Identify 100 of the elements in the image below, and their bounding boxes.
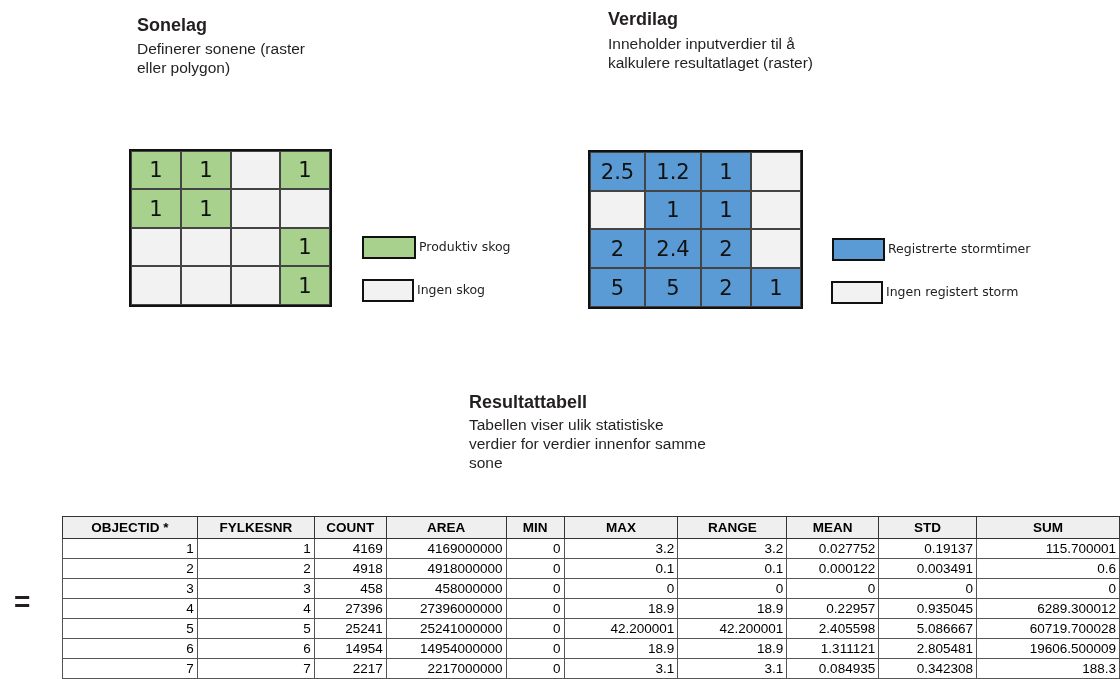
cell-value: 2.5: [600, 159, 635, 184]
equals-sign: =: [14, 586, 31, 618]
cell-value: 1: [199, 158, 213, 182]
table-cell: 7: [197, 658, 315, 679]
table-cell: 18.9: [564, 598, 678, 619]
column-header: STD: [878, 516, 977, 539]
table-cell: 3.2: [677, 538, 787, 559]
heading: Verdilag: [608, 9, 680, 30]
table-cell: 0: [564, 578, 678, 599]
table-cell: 0: [506, 638, 564, 659]
table-cell: 0.027752: [786, 538, 879, 559]
cell-value: 2.4: [656, 236, 690, 261]
table-cell: 0.000122: [786, 558, 879, 579]
table-cell: 14954: [314, 638, 387, 659]
table-cell: 27396000000: [386, 598, 507, 619]
table-cell: 2.805481: [878, 638, 977, 659]
table-cell: 1: [62, 538, 198, 559]
table-cell: 0: [506, 578, 564, 599]
table-cell: 0: [506, 618, 564, 639]
table-cell: 0.003491: [878, 558, 977, 579]
table-cell: 18.9: [677, 638, 787, 659]
table-cell: 7: [62, 658, 198, 679]
table-cell: 4169: [314, 538, 387, 559]
table-cell: 0.1: [677, 558, 787, 579]
table-cell: 0: [506, 558, 564, 579]
column-header: AREA: [386, 516, 507, 539]
legend-label: Produktiv skog: [419, 239, 511, 254]
table-cell: 19606.500009: [976, 638, 1120, 659]
table-cell: 6: [197, 638, 315, 659]
cell-value: 1: [149, 196, 163, 221]
table-cell: 0: [506, 658, 564, 679]
cell-value: 1: [298, 235, 312, 259]
cell-value: 2: [719, 275, 733, 300]
cell-value: 1: [769, 275, 783, 300]
table-cell: 25241: [314, 618, 387, 639]
table-cell: 6: [62, 638, 198, 659]
table-cell: 0.935045: [878, 598, 977, 619]
legend-label: Ingen skog: [417, 282, 486, 297]
legend-label: Registrerte stormtimer: [888, 241, 1031, 256]
cell-value: 1: [719, 198, 733, 222]
table-cell: 0: [786, 578, 879, 599]
cell-value: 1.2: [656, 159, 690, 184]
table-cell: 0.1: [564, 558, 678, 579]
table-cell: 188.3: [976, 658, 1120, 679]
description: Definerer sonene (raster eller polygon): [137, 39, 306, 77]
table-cell: 18.9: [564, 638, 678, 659]
cell-value: 1: [199, 196, 213, 221]
legend-label: Ingen registert storm: [886, 284, 1019, 299]
cell-value: 1: [298, 158, 312, 182]
table-cell: 0.084935: [786, 658, 879, 679]
column-header: SUM: [976, 516, 1120, 539]
column-header: OBJECTID *: [62, 516, 198, 539]
cell-value: 1: [719, 159, 733, 184]
column-header: FYLKESNR: [197, 516, 315, 539]
table-cell: 2: [62, 558, 198, 579]
table-cell: 0: [506, 598, 564, 619]
cell-value: 1: [666, 198, 680, 222]
table-cell: 458: [314, 578, 387, 599]
table-cell: 115.700001: [976, 538, 1120, 559]
table-cell: 25241000000: [386, 618, 507, 639]
table-cell: 18.9: [677, 598, 787, 619]
table-cell: 60719.700028: [976, 618, 1120, 639]
column-header: COUNT: [314, 516, 387, 539]
table-cell: 0: [878, 578, 977, 599]
table-cell: 0.6: [976, 558, 1120, 579]
table-cell: 0: [976, 578, 1120, 599]
cell-value: 2: [610, 236, 625, 261]
table-cell: 4169000000: [386, 538, 507, 559]
cell-value: 1: [149, 158, 163, 182]
description: Tabellen viser ulik statistiske verdier for verdier innenfor samme sone: [469, 415, 707, 472]
table-cell: 42.200001: [564, 618, 678, 639]
heading: Sonelag: [137, 15, 208, 36]
table-cell: 0: [506, 538, 564, 559]
table-cell: 4: [197, 598, 315, 619]
table-cell: 0.22957: [786, 598, 879, 619]
column-header: MIN: [506, 516, 564, 539]
description: Inneholder inputverdier til å kalkulere resultatlaget (raster): [608, 34, 815, 72]
table-cell: 0: [677, 578, 787, 599]
cell-value: 1: [298, 273, 312, 298]
table-cell: 3.1: [677, 658, 787, 679]
table-cell: 458000000: [386, 578, 507, 599]
table-cell: 5.086667: [878, 618, 977, 639]
cell-value: 5: [666, 275, 680, 300]
table-cell: 2.405598: [786, 618, 879, 639]
table-cell: 2217: [314, 658, 387, 679]
table-cell: 27396: [314, 598, 387, 619]
column-header: MAX: [564, 516, 678, 539]
heading: Resultattabell: [469, 392, 589, 413]
table-cell: 4: [62, 598, 198, 619]
table-cell: 14954000000: [386, 638, 507, 659]
table-cell: 4918: [314, 558, 387, 579]
table-cell: 0.342308: [878, 658, 977, 679]
table-cell: 3.2: [564, 538, 678, 559]
table-cell: 1: [197, 538, 315, 559]
table-cell: 4918000000: [386, 558, 507, 579]
table-cell: 3: [197, 578, 315, 599]
table-cell: 3: [62, 578, 198, 599]
table-cell: 2217000000: [386, 658, 507, 679]
table-cell: 5: [62, 618, 198, 639]
table-cell: 1.311121: [786, 638, 879, 659]
